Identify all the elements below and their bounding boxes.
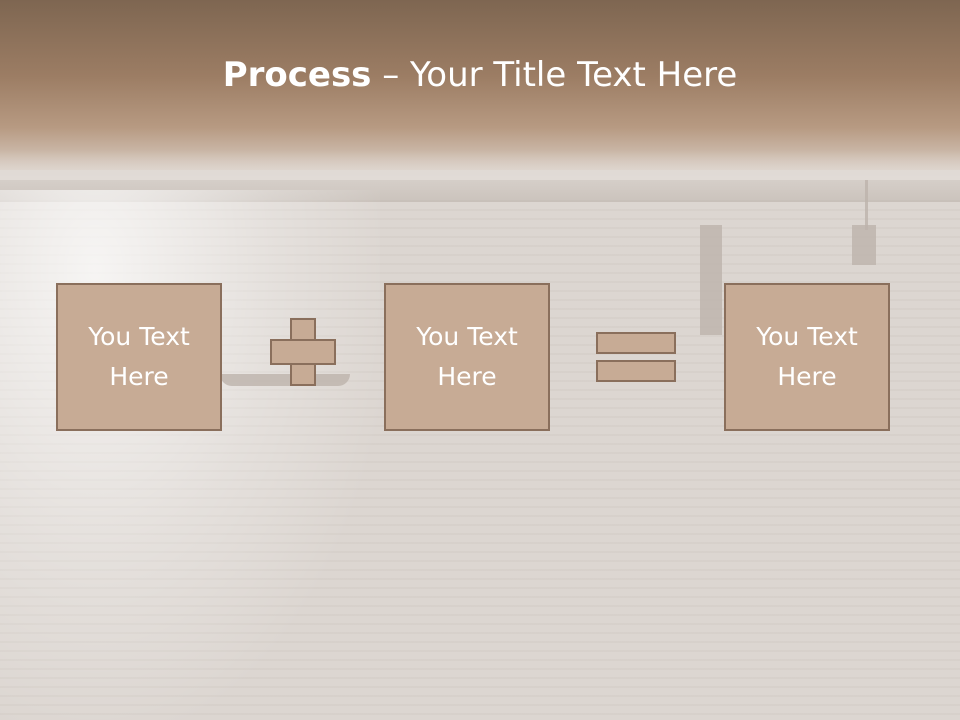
mooring-pole — [865, 180, 868, 230]
slide-title: Process – Your Title Text Here — [0, 55, 960, 95]
mooring-pole — [700, 225, 722, 335]
title-bold: Process — [222, 55, 372, 95]
title-band — [0, 0, 960, 170]
mooring-pole — [852, 225, 876, 265]
boat-silhouette — [220, 374, 350, 386]
title-rest: – Your Title Text Here — [371, 55, 738, 95]
sun-glare — [0, 190, 380, 720]
